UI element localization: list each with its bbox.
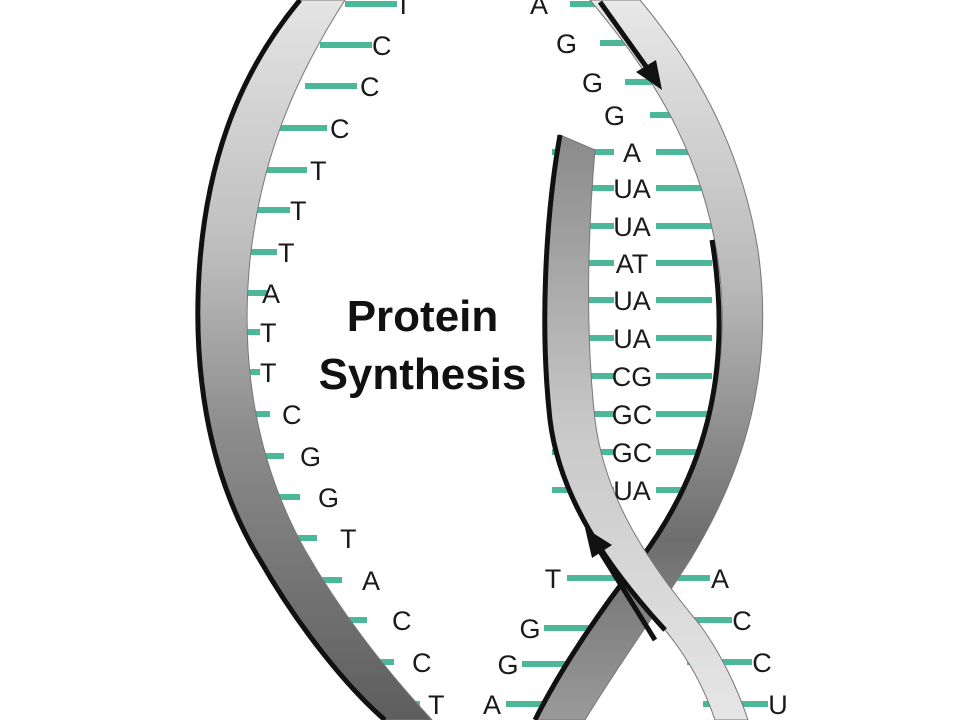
right-outer-dna-strand (532, 0, 764, 720)
left-base-letter: T (428, 690, 445, 720)
lower-left-base-letter: G (497, 650, 518, 680)
transcription-pair-letter: GC (612, 438, 653, 468)
lower-right-base-letter: C (752, 648, 772, 678)
left-dna-strand (195, 0, 433, 720)
transcription-pair-letter: CG (612, 362, 653, 392)
arrow-down-icon (597, 0, 662, 90)
lower-right-base-letter: A (711, 564, 729, 594)
right-top-base-letter: G (556, 29, 577, 59)
lower-left-base-letter: T (545, 564, 562, 594)
left-base-letter: T (260, 318, 277, 348)
transcription-pair-letter: UA (613, 286, 651, 316)
left-base-letter: A (362, 566, 380, 596)
base-letters: TCCCTTTATTCGGTACCTAGGGAUAUAATUAUACGGCGCU… (260, 0, 788, 720)
left-base-letter: C (372, 31, 392, 61)
left-base-letter: A (262, 279, 280, 309)
arrow-up-icon (585, 528, 658, 642)
left-base-letter: C (392, 606, 412, 636)
right-outer-strand-ribbon (534, 0, 764, 720)
left-strand-edge (195, 0, 387, 720)
left-base-letter: T (278, 238, 295, 268)
lower-left-base-letter: A (483, 690, 501, 720)
left-base-letter: C (282, 400, 302, 430)
right-top-base-letter: A (530, 0, 548, 20)
left-base-letter: G (318, 483, 339, 513)
right-top-base-letter: G (604, 101, 625, 131)
left-base-letter: G (300, 442, 321, 472)
title-line-1: Protein (346, 292, 499, 341)
left-base-letter: T (395, 0, 412, 20)
transcription-pair-letter: UA (613, 174, 651, 204)
transcription-pair-letter: A (623, 138, 641, 168)
lower-right-base-letter: U (768, 690, 788, 720)
left-base-letter: T (290, 196, 307, 226)
left-base-letter: C (412, 648, 432, 678)
lower-right-base-letter: C (732, 606, 752, 636)
title-line-2: Synthesis (318, 350, 527, 399)
left-base-letter: T (310, 156, 327, 186)
transcription-pair-letter: GC (612, 400, 653, 430)
left-base-letter: C (330, 114, 350, 144)
diagram-title: Protein Synthesis (300, 288, 545, 404)
transcription-pair-letter: UA (613, 324, 651, 354)
left-base-letter: T (340, 524, 357, 554)
left-base-letter: C (360, 72, 380, 102)
transcription-pair-letter: UA (613, 476, 651, 506)
transcription-pair-letter: AT (616, 249, 649, 279)
right-inner-strand (542, 134, 749, 720)
right-outer-strand-edge (532, 239, 722, 720)
left-base-letter: T (260, 358, 277, 388)
inner-strand-edge (542, 134, 667, 632)
lower-left-base-letter: G (519, 614, 540, 644)
transcription-pair-letter: UA (613, 212, 651, 242)
right-top-base-letter: G (582, 68, 603, 98)
